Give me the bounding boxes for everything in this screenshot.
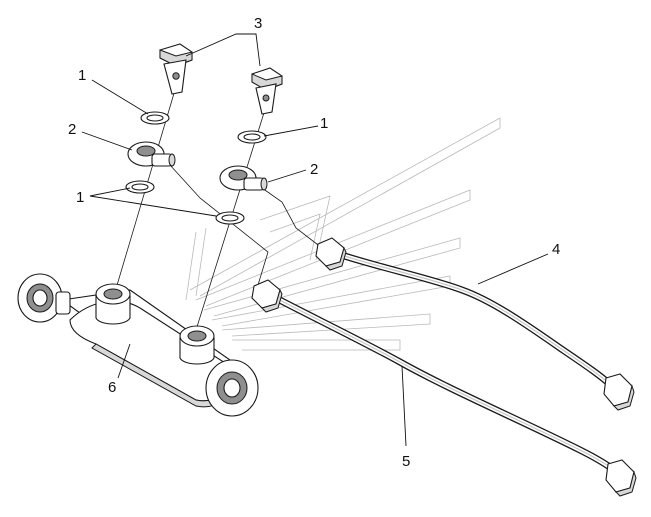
rod-eye-left	[17, 273, 71, 323]
washer-lower-right	[215, 211, 245, 225]
assembly-axes	[114, 89, 323, 331]
callout-labels: 3 1 1 2 2 1 4 6 5	[68, 15, 560, 470]
washer-upper-right	[237, 130, 267, 144]
hose-5	[251, 279, 637, 497]
banjo-bolt-left	[159, 43, 193, 95]
callout-part-6: 6	[108, 379, 116, 396]
banjo-fitting-left	[127, 141, 176, 167]
banjo-bolt-right	[251, 67, 283, 115]
callout-part-2-left: 2	[68, 121, 76, 138]
port-boss-right	[179, 325, 215, 365]
port-boss-left	[95, 283, 131, 325]
washer-upper-left	[140, 111, 170, 125]
watermark-logo	[185, 117, 501, 351]
leader-lines	[81, 33, 549, 447]
callout-part-1-upper-right: 1	[320, 115, 328, 132]
hose-4	[315, 237, 635, 411]
washer-lower-left	[125, 180, 155, 194]
callout-part-1-upper-left: 1	[78, 67, 86, 84]
rod-eye-right	[205, 359, 259, 417]
hydraulic-cylinder	[17, 273, 259, 417]
callout-part-1-lower: 1	[76, 189, 84, 206]
banjo-fitting-right	[219, 165, 268, 191]
callout-part-3: 3	[254, 15, 262, 32]
callout-part-2-right: 2	[310, 161, 318, 178]
callout-part-5: 5	[402, 453, 410, 470]
callout-part-4: 4	[552, 241, 560, 258]
